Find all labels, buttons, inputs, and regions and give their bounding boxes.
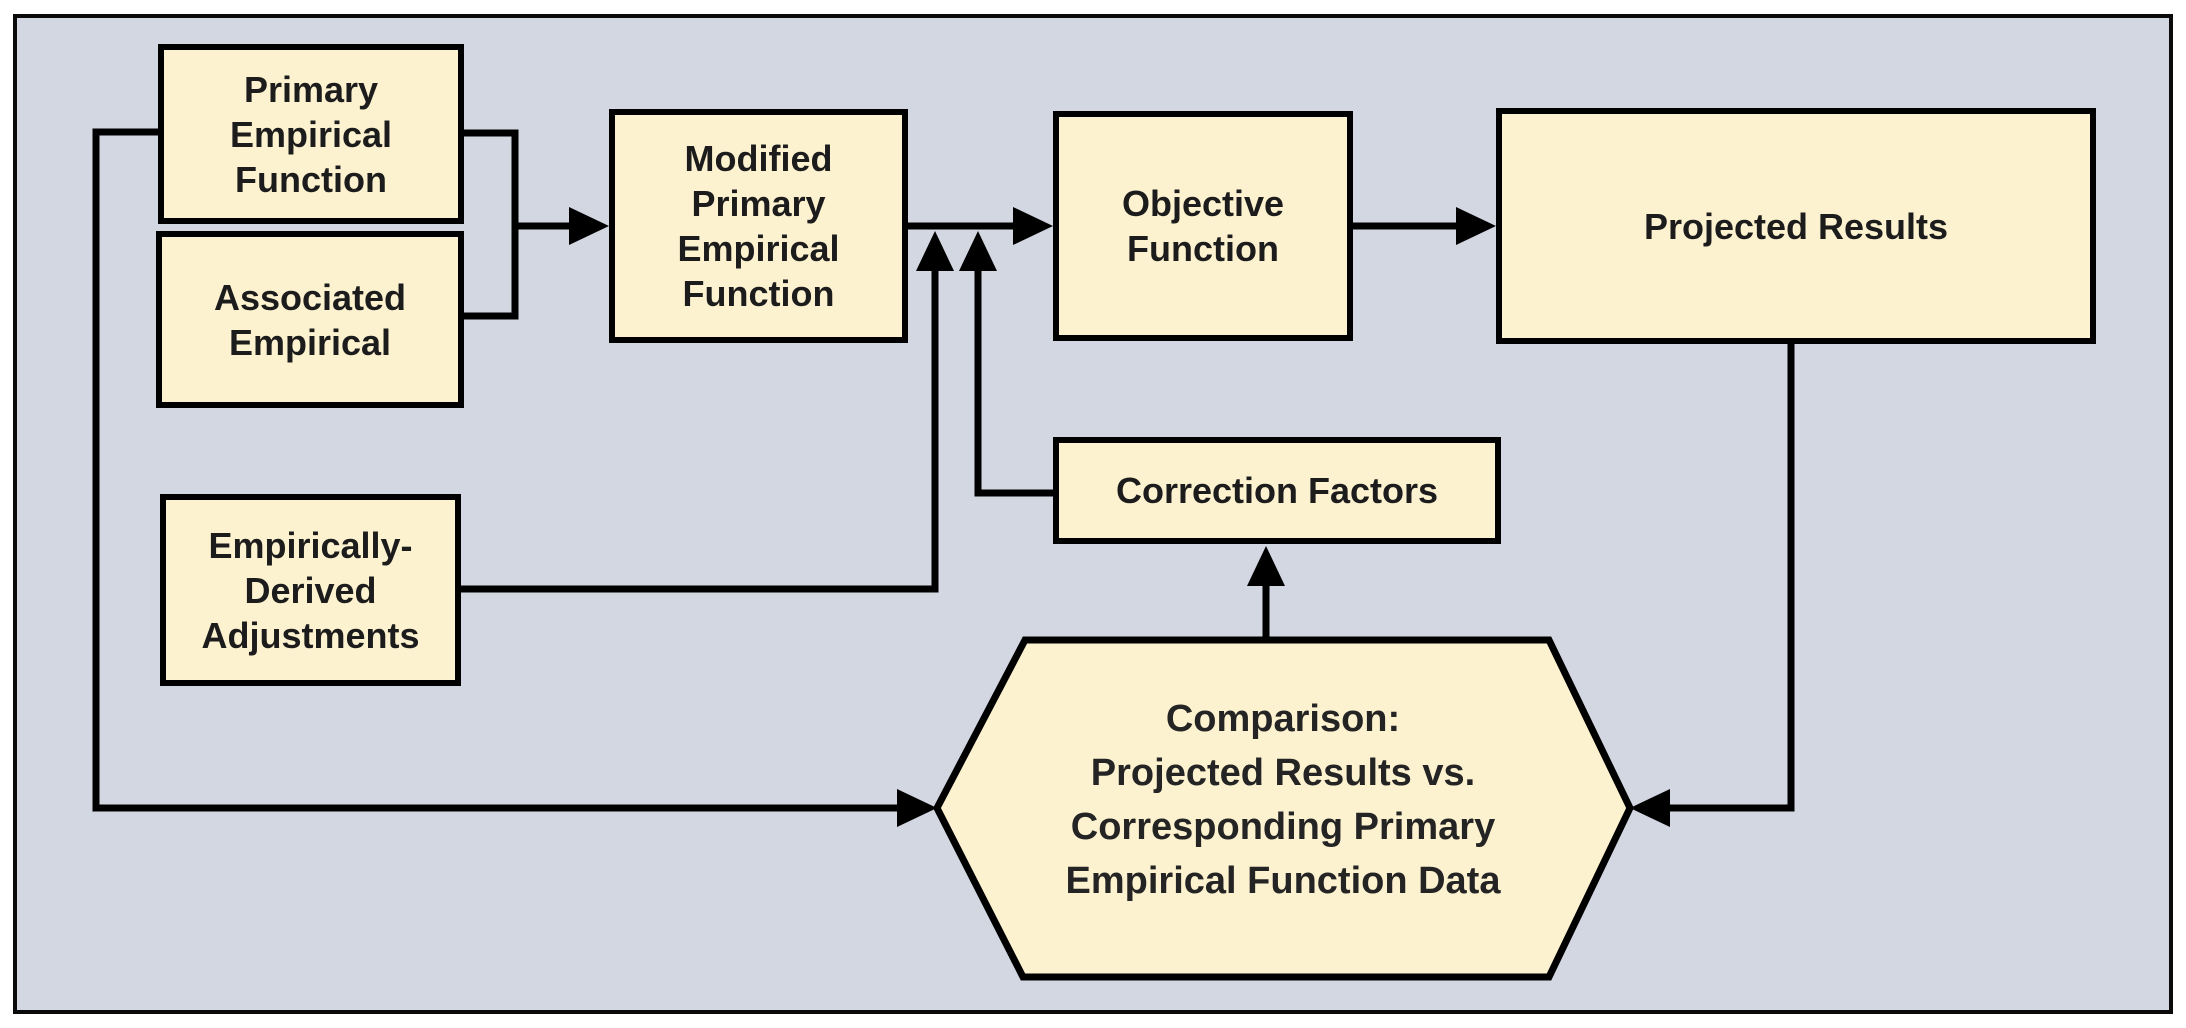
node-empirically-derived-adjustments: Empirically- Derived Adjustments	[160, 494, 461, 686]
connector-primary-feedback-to-comparison	[92, 128, 900, 812]
arrowhead-into-comparison-right	[1630, 789, 1670, 827]
node-objective-function: Objective Function	[1053, 111, 1353, 341]
arrowhead-into-objective	[1013, 207, 1053, 245]
arrowhead-into-modified	[569, 207, 609, 245]
arrowhead-into-comparison-left	[897, 789, 937, 827]
comparison-hexagon-shape	[933, 636, 1634, 981]
node-modified-primary-empirical-function: Modified Primary Empirical Function	[609, 109, 908, 343]
arrowhead-into-correction	[1247, 546, 1285, 586]
node-comparison-hexagon-label: Comparison: Projected Results vs. Corres…	[1065, 698, 1501, 902]
node-associated-empirical-label: Associated Empirical	[213, 276, 407, 363]
node-projected-results-label: Projected Results	[1643, 205, 1949, 247]
arrowhead-adjustments-up	[916, 231, 954, 271]
node-correction-factors-label: Correction Factors	[1115, 470, 1439, 511]
node-comparison-hexagon: Comparison: Projected Results vs. Corres…	[973, 645, 1593, 955]
node-correction-factors: Correction Factors	[1053, 437, 1501, 544]
node-objective-function-label: Objective Function	[1121, 183, 1285, 269]
node-projected-results: Projected Results	[1496, 108, 2096, 344]
connector-projected-to-comparison	[1667, 343, 1795, 812]
node-empirically-derived-adjustments-label: Empirically- Derived Adjustments	[201, 524, 420, 656]
connector-correction-to-merge-line	[974, 268, 1053, 497]
arrowhead-into-projected	[1456, 207, 1496, 245]
node-modified-primary-empirical-function-label: Modified Primary Empirical Function	[677, 138, 840, 314]
connector-adjustments-to-merge-line	[460, 268, 939, 593]
arrowhead-correction-up	[959, 231, 997, 271]
node-primary-empirical-function-label: Primary Empirical Function	[229, 68, 393, 200]
node-primary-empirical-function: Primary Empirical Function	[158, 44, 464, 224]
connector-primary-associated-bracket	[463, 129, 519, 320]
node-associated-empirical: Associated Empirical	[156, 231, 464, 408]
